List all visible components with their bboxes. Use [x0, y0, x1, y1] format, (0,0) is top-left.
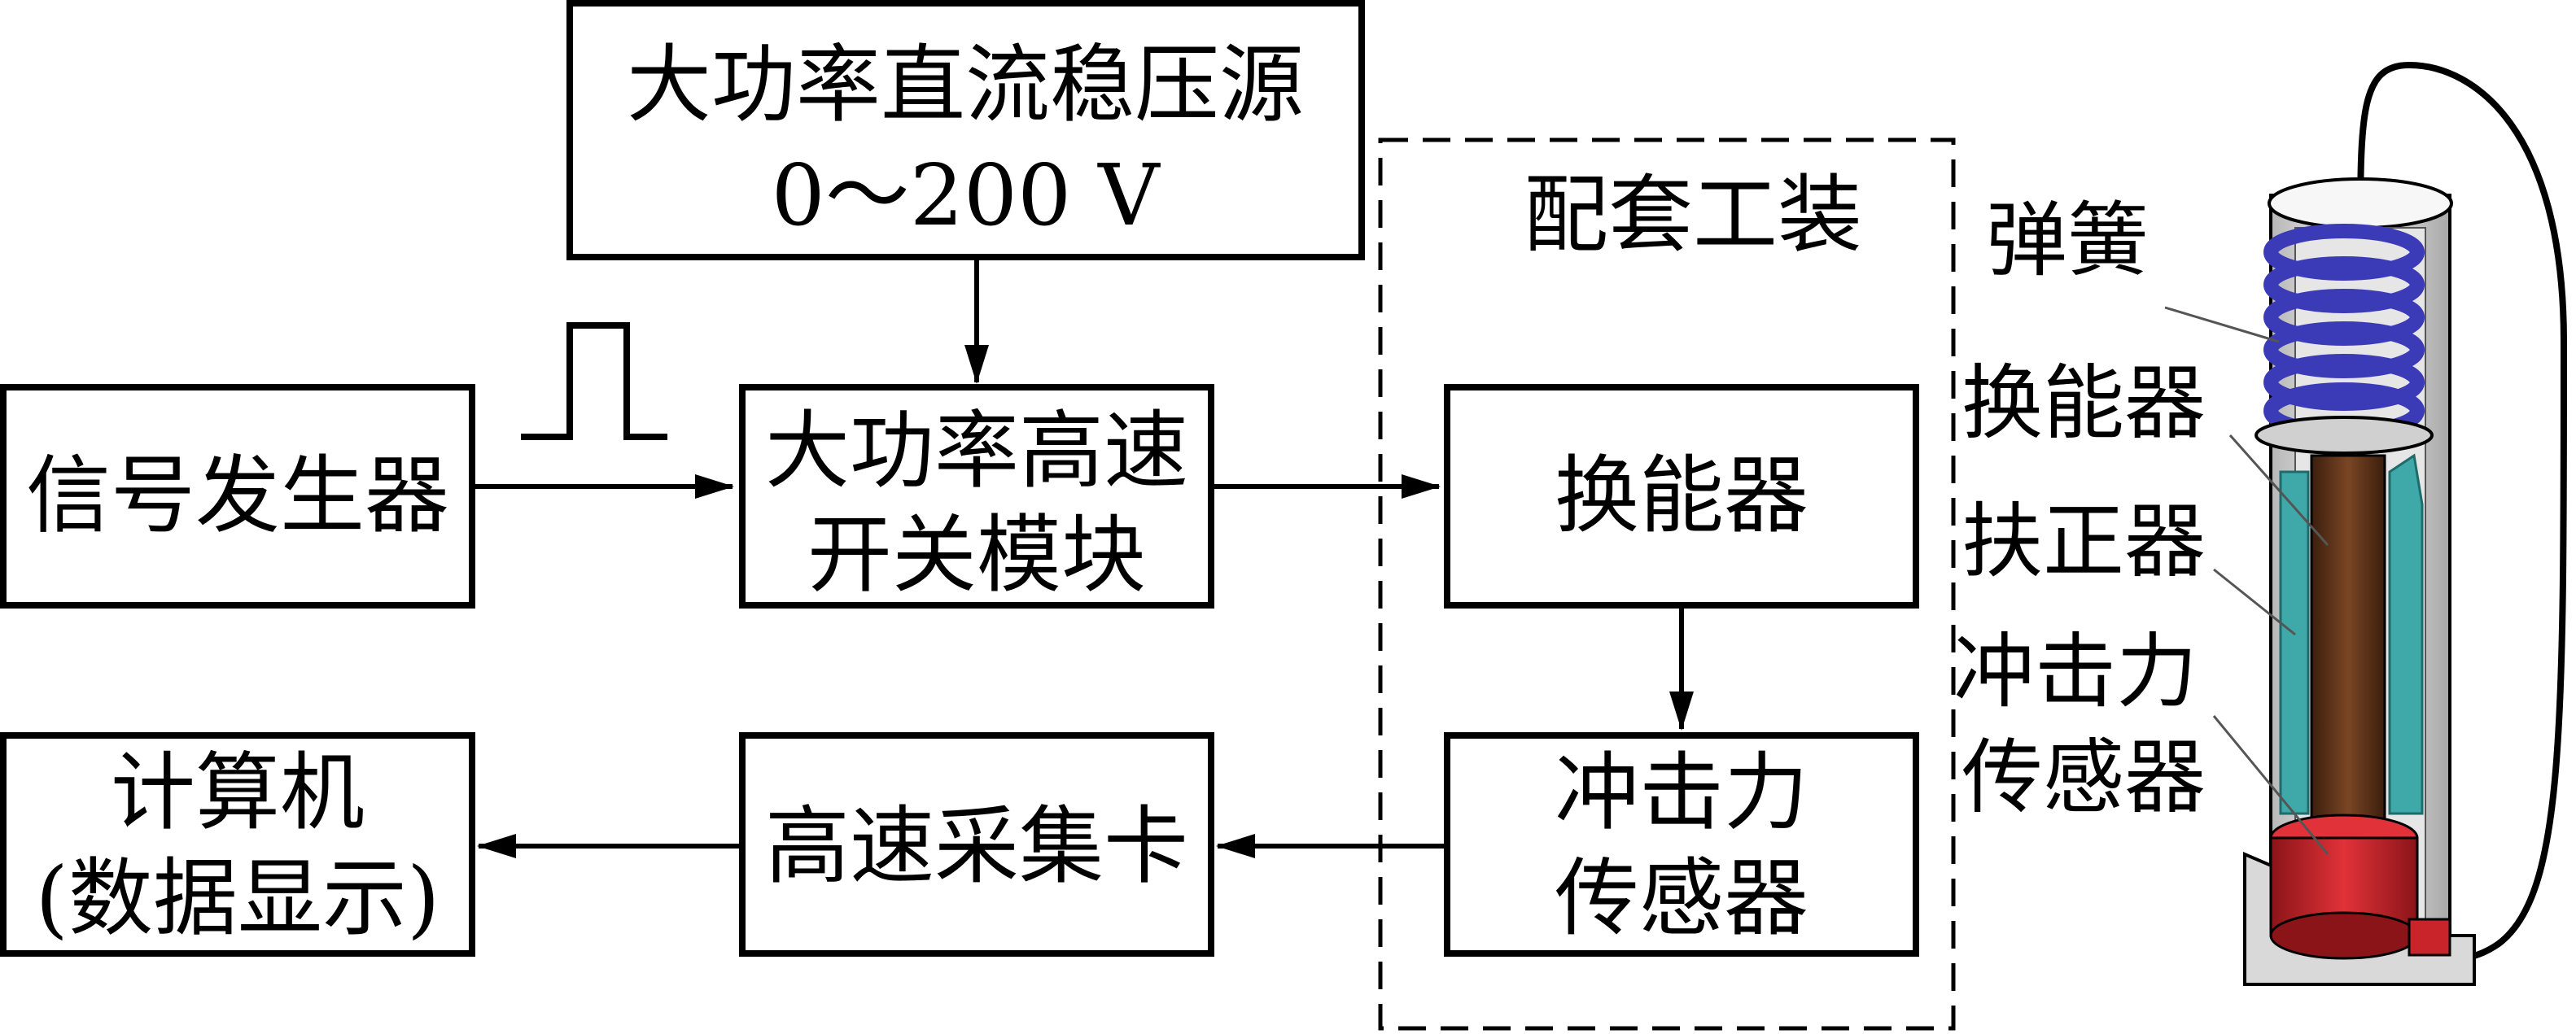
fixture-label: 配套工装	[1524, 165, 1862, 264]
callout-transducer: 换能器	[1962, 356, 2206, 451]
signal-generator-block: 信号发生器	[0, 384, 475, 609]
callout-centralizer: 扶正器	[1962, 494, 2206, 589]
pulse-waveform-icon	[521, 322, 667, 440]
power-supply-block: 大功率直流稳压源 0～200 V	[566, 0, 1365, 260]
centralizer-left	[2279, 470, 2310, 815]
centralizer-right	[2388, 453, 2424, 815]
switch-module-block: 大功率高速 开关模块	[739, 384, 1214, 609]
computer-line2: (数据显示)	[35, 849, 440, 948]
sensor-connector	[2408, 918, 2451, 957]
switch-module-line2: 开关模块	[807, 505, 1146, 604]
power-supply-title: 大功率直流稳压源	[627, 35, 1304, 134]
impact-sensor-block: 冲击力 传感器	[1444, 732, 1919, 957]
transducer-box	[1444, 384, 1919, 609]
impact-sensor-line1: 冲击力	[1555, 743, 1808, 842]
fixture-group: 配套工装	[1378, 137, 1956, 1031]
transducer-label: 换能器	[1555, 446, 1808, 545]
impact-sensor-line2: 传感器	[1555, 849, 1808, 948]
device-illustration	[2164, 61, 2568, 986]
daq-card-block: 高速采集卡	[739, 732, 1214, 957]
callout-spring: 弹簧	[1986, 193, 2149, 288]
transducer-rod	[2310, 454, 2386, 823]
computer-box	[0, 732, 475, 957]
transducer-block: 换能器	[1444, 384, 1919, 609]
callout-impact-sensor-line2: 传感器	[1962, 730, 2206, 825]
daq-card-label: 高速采集卡	[765, 796, 1188, 896]
leader-centralizer	[2213, 568, 2296, 636]
switch-module-line1: 大功率高速	[765, 401, 1188, 500]
fixture-dashed-border	[1378, 137, 1956, 1031]
leader-spring	[2164, 306, 2280, 343]
device-top-face	[2268, 177, 2453, 229]
callout-impact-sensor-line1: 冲击力	[1953, 624, 2198, 719]
switch-module-box	[739, 384, 1214, 609]
power-supply-box	[566, 0, 1365, 260]
impact-sensor-box	[1444, 732, 1919, 957]
daq-card-box	[739, 732, 1214, 957]
spring-coils	[2263, 224, 2425, 439]
power-supply-range: 0～200 V	[772, 146, 1161, 245]
leader-impact-sensor	[2212, 715, 2329, 855]
signal-generator-label: 信号发生器	[26, 446, 449, 545]
computer-line1: 计算机	[111, 743, 365, 842]
spring-plate	[2255, 416, 2434, 455]
device-cable	[2357, 61, 2568, 962]
impact-sensor-bottom	[2269, 911, 2419, 960]
signal-generator-box	[0, 384, 475, 609]
computer-block: 计算机 (数据显示)	[0, 732, 475, 957]
leader-transducer	[2228, 434, 2329, 546]
